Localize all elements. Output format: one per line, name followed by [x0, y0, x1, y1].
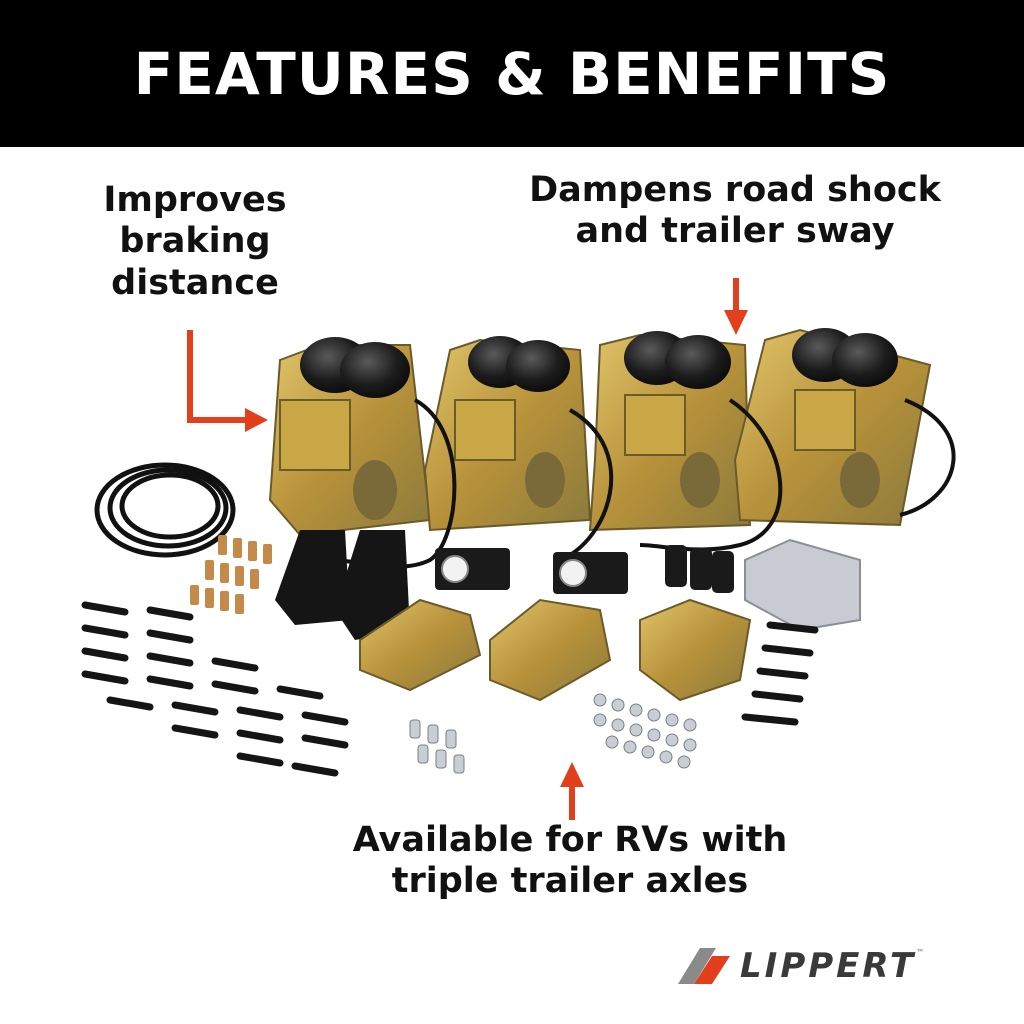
copper-sleeves [190, 535, 272, 614]
callout-braking: Improves braking distance [80, 180, 310, 304]
black-brackets [275, 530, 410, 640]
callout-line: Dampens road shock [529, 170, 941, 210]
silver-plate [744, 538, 861, 632]
callout-line: braking [119, 221, 271, 262]
callout-availability: Available for RVs with triple trailer ax… [320, 820, 820, 903]
brand-name: LIPPERT [740, 946, 917, 986]
lippert-logo: LIPPERT ™ [676, 940, 986, 992]
nuts-and-screws [409, 693, 697, 774]
callout-line: distance [111, 262, 279, 303]
callout-line: triple trailer axles [391, 861, 749, 902]
bolts-right [741, 621, 819, 726]
bolts-left [81, 601, 349, 777]
air-hose-coil [94, 462, 236, 558]
trademark: ™ [916, 948, 925, 957]
callout-line: Available for RVs with [352, 820, 788, 860]
lippert-logo-icon [678, 948, 730, 984]
callout-dampens: Dampens road shock and trailer sway [520, 170, 950, 253]
callout-line: Improves [103, 180, 287, 220]
gauge-panels [435, 548, 628, 594]
page-title: FEATURES & BENEFITS [133, 39, 891, 108]
header-banner: FEATURES & BENEFITS [0, 0, 1024, 147]
callout-arrows [187, 278, 748, 820]
suspension-assembly-4 [733, 328, 932, 527]
gold-plates [359, 598, 752, 702]
bushing-blocks [665, 545, 734, 593]
suspension-assembly-3 [588, 331, 752, 532]
suspension-assembly-1 [268, 337, 432, 537]
suspension-assembly-2 [423, 336, 592, 532]
callout-line: and trailer sway [575, 211, 895, 252]
